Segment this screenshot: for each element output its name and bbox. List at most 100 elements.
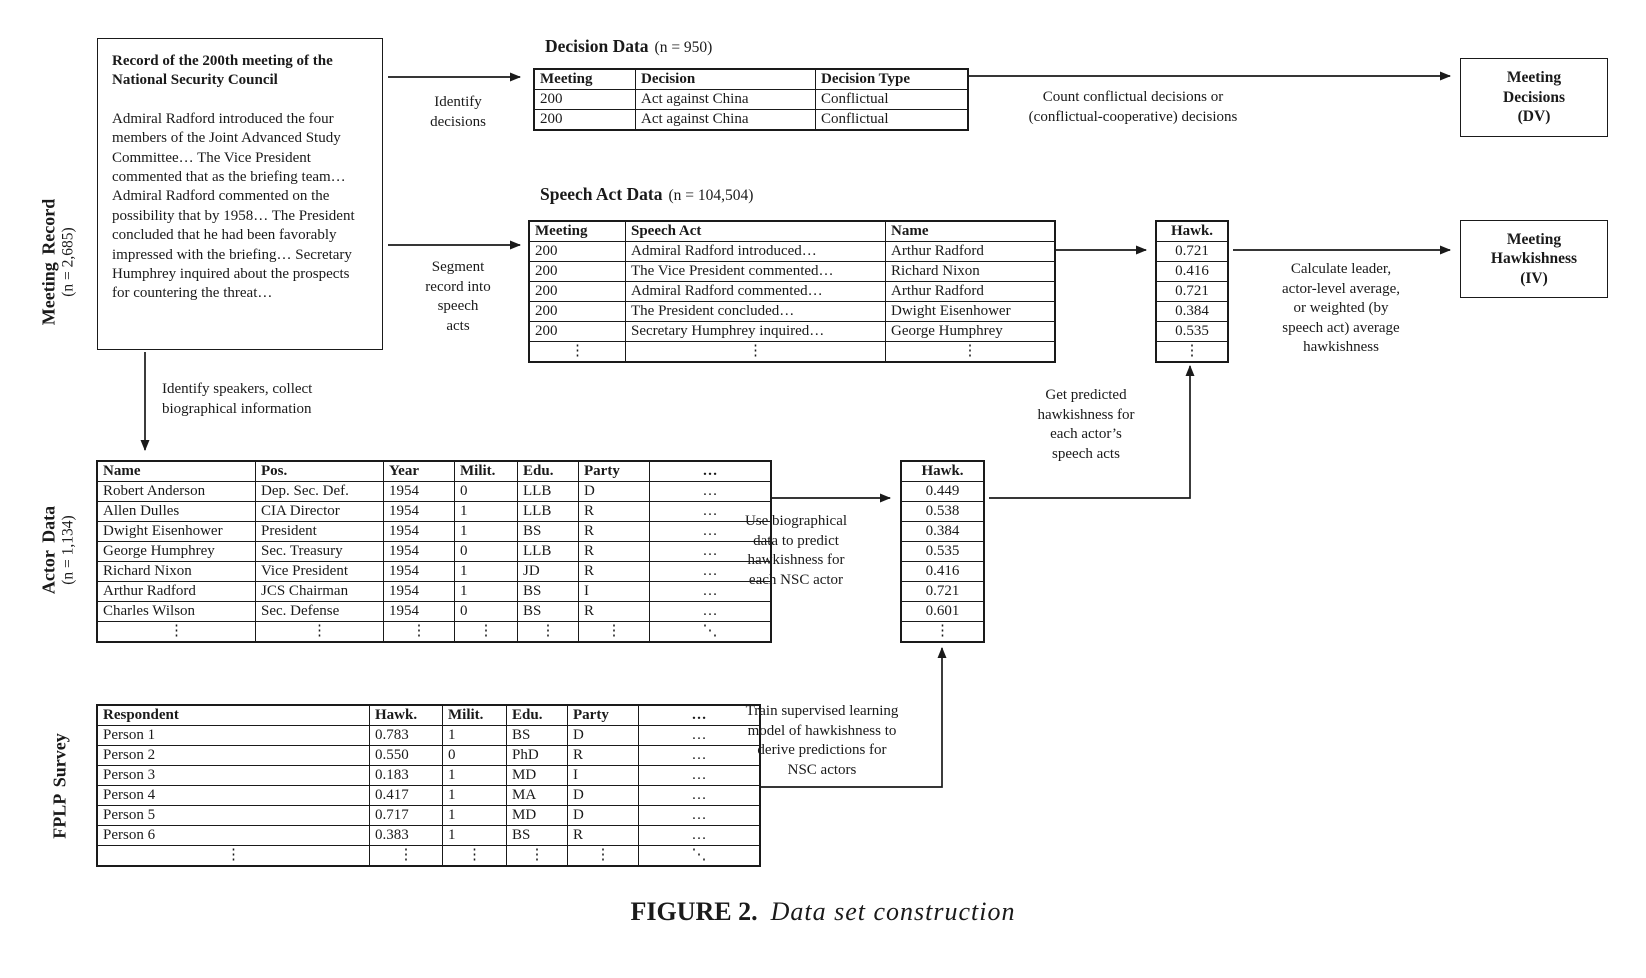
table-cell: 0.416	[900, 561, 985, 582]
table-cell: 0.183	[369, 765, 443, 786]
speech-act-data-title: Speech Act Data(n = 104,504)	[540, 184, 753, 205]
table-cell: ⋮	[255, 621, 384, 643]
table-cell: D	[578, 481, 650, 502]
table-cell: Charles Wilson	[96, 601, 256, 622]
table-cell: ⋮	[578, 621, 650, 643]
table-cell: Act against China	[635, 109, 816, 131]
table-cell: 0.417	[369, 785, 443, 806]
table-cell: Secretary Humphrey inquired…	[625, 321, 886, 342]
table-cell: BS	[506, 825, 568, 846]
column-header: Decision Type	[815, 68, 969, 90]
table-cell: 1954	[383, 521, 455, 542]
table-cell: Sec. Treasury	[255, 541, 384, 562]
table-cell: Person 6	[96, 825, 370, 846]
table-cell: 0.449	[900, 481, 985, 502]
table-cell: …	[649, 481, 772, 502]
column-header: Meeting	[533, 68, 636, 90]
table-cell: …	[638, 765, 761, 786]
table-cell: 1954	[383, 601, 455, 622]
table-cell: George Humphrey	[885, 321, 1056, 342]
table-cell: D	[567, 785, 639, 806]
table-cell: Allen Dulles	[96, 501, 256, 522]
table-cell: …	[638, 725, 761, 746]
fplp-survey-side-label: FPLP Survey	[50, 733, 71, 839]
table-cell: 1954	[383, 501, 455, 522]
table-cell: BS	[506, 725, 568, 746]
table-cell: ⋮	[369, 845, 443, 867]
meeting-record-side-label: Meeting Record (n = 2,685)	[39, 199, 78, 325]
table-cell: Robert Anderson	[96, 481, 256, 502]
table-cell: Arthur Radford	[885, 281, 1056, 302]
table-cell: D	[567, 725, 639, 746]
table-cell: Sec. Defense	[255, 601, 384, 622]
table-cell: 1	[442, 825, 507, 846]
side-label-text: Actor Data	[38, 505, 59, 595]
table-cell: 0.721	[900, 581, 985, 602]
table-cell: ⋮	[528, 341, 626, 363]
table-cell: 0.721	[1155, 241, 1229, 262]
table-cell: MA	[506, 785, 568, 806]
table-cell: 200	[528, 321, 626, 342]
table-cell: 200	[528, 261, 626, 282]
column-header: Name	[885, 220, 1056, 242]
table-row: 0.601	[900, 601, 985, 622]
table-cell: Conflictual	[815, 109, 969, 131]
note-count-decisions: Count conflictual decisions or (conflict…	[1028, 89, 1238, 125]
table-cell: 200	[533, 109, 636, 131]
table-cell: The Vice President commented…	[625, 261, 886, 282]
table-cell: ⋮	[96, 845, 370, 867]
table-cell: Dwight Eisenhower	[96, 521, 256, 542]
table-cell: Act against China	[635, 89, 816, 110]
table-row: ⋮	[900, 621, 985, 643]
meeting-hawkishness-box: Meeting Hawkishness (IV)	[1460, 220, 1608, 298]
table-cell: 0	[454, 601, 518, 622]
note-get-predicted: Get predicted hawkishness for each actor…	[1037, 387, 1135, 462]
table-cell: R	[578, 501, 650, 522]
table-cell: BS	[517, 601, 579, 622]
table-cell: …	[638, 805, 761, 826]
side-label-text: Meeting Record	[38, 198, 59, 326]
table-cell: ⋮	[625, 341, 886, 363]
column-header: Respondent	[96, 704, 370, 726]
table-cell: CIA Director	[255, 501, 384, 522]
table-cell: …	[638, 785, 761, 806]
table-cell: BS	[517, 521, 579, 542]
table-row: 0.384	[1155, 301, 1229, 322]
table-cell: R	[578, 561, 650, 582]
column-header: Hawk.	[369, 704, 443, 726]
column-header: Milit.	[442, 704, 507, 726]
table-cell: MD	[506, 765, 568, 786]
table-cell: 0.383	[369, 825, 443, 846]
table-cell: Person 4	[96, 785, 370, 806]
table-cell: George Humphrey	[96, 541, 256, 562]
note-train-model: Train supervised learning model of hawki…	[745, 703, 899, 778]
table-cell: MD	[506, 805, 568, 826]
table-cell: R	[578, 601, 650, 622]
meeting-record-box: Record of the 200th meeting of the Natio…	[97, 38, 383, 350]
caption-title: Data set construction	[770, 897, 1016, 926]
table-cell: Admiral Radford introduced…	[625, 241, 886, 262]
column-header: Party	[578, 460, 650, 482]
table-cell: Person 2	[96, 745, 370, 766]
figure-caption: FIGURE 2.Data set construction	[0, 897, 1646, 927]
table-cell: 0	[454, 541, 518, 562]
table-cell: R	[567, 745, 639, 766]
table-row: 0.721	[1155, 281, 1229, 302]
column-header: Decision	[635, 68, 816, 90]
table-cell: Vice President	[255, 561, 384, 582]
table-cell: 200	[528, 281, 626, 302]
